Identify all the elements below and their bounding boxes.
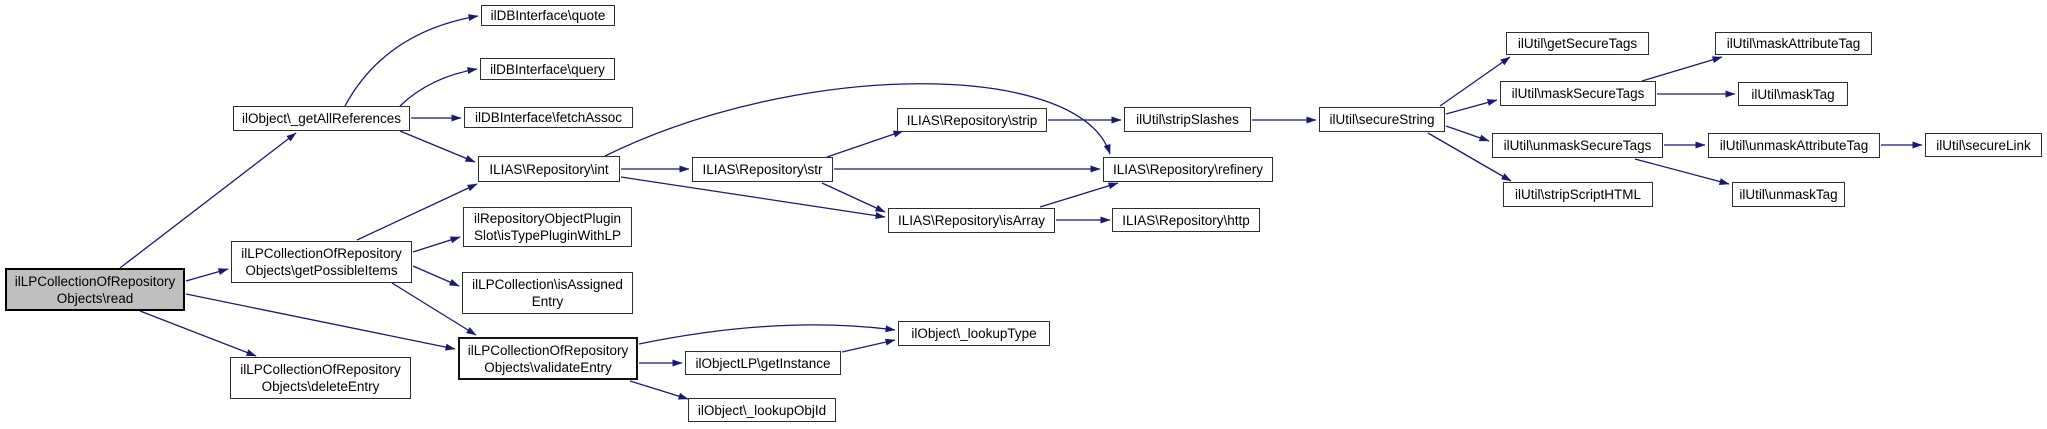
node-maskAttributeTag[interactable]: ilUtil\maskAttributeTag [1715,32,1872,55]
node-refinery[interactable]: ILIAS\Repository\refinery [1103,157,1273,182]
node-strip[interactable]: ILIAS\Repository\strip [897,108,1047,132]
node-getInstance[interactable]: ilObjectLP\getInstance [685,351,841,375]
node-isAssignedEntry[interactable]: ilLPCollection\isAssigned Entry [462,272,633,314]
node-query[interactable]: ilDBInterface\query [480,58,615,80]
node-unmaskAttributeTag[interactable]: ilUtil\unmaskAttributeTag [1708,133,1880,158]
edge-getAllReferences-query [399,67,478,107]
edge-str-isArray [821,182,886,213]
node-unmaskTag[interactable]: ilUtil\unmaskTag [1732,182,1845,207]
edge-secureString-unmaskSecureTags [1445,125,1490,142]
edge-unmaskSecureTags-unmaskTag [1634,158,1730,185]
edge-getPossibleItems-int [356,183,478,241]
node-getSecureTags[interactable]: ilUtil\getSecureTags [1506,32,1649,55]
node-secureString[interactable]: ilUtil\secureString [1319,107,1445,132]
node-stripScriptHTML[interactable]: ilUtil\stripScriptHTML [1503,182,1653,207]
edge-read-validateEntry [185,293,456,351]
node-fetchAssoc[interactable]: ilDBInterface\fetchAssoc [464,107,633,128]
node-read[interactable]: ilLPCollectionOfRepository Objects\read [5,268,185,311]
node-maskSecureTags[interactable]: ilUtil\maskSecureTags [1500,81,1656,106]
node-unmaskSecureTags[interactable]: ilUtil\unmaskSecureTags [1492,133,1663,158]
node-getAllReferences[interactable]: ilObject\_getAllReferences [233,106,410,131]
node-maskTag[interactable]: ilUtil\maskTag [1738,82,1848,106]
node-quote[interactable]: ilDBInterface\quote [481,5,615,26]
node-str[interactable]: ILIAS\Repository\str [692,157,833,182]
edge-getPossibleItems-isTypePluginWithLP [412,236,461,253]
node-isTypePluginWithLP[interactable]: ilRepositoryObjectPlugin Slot\isTypePlug… [463,207,632,247]
edge-read-getPossibleItems [185,268,229,282]
node-getPossibleItems[interactable]: ilLPCollectionOfRepository Objects\getPo… [231,241,412,283]
edge-getPossibleItems-isAssignedEntry [412,265,460,287]
edge-getAllReferences-int [399,130,476,163]
node-lookupObjId[interactable]: ilObject\_lookupObjId [688,398,836,422]
edge-secureString-maskSecureTags [1445,99,1498,115]
edge-validateEntry-lookupObjId [629,380,689,400]
edge-isArray-refinery [1039,182,1119,208]
edge-validateEntry-lookupType [638,324,896,345]
edge-read-deleteEntry [139,310,257,357]
node-int[interactable]: ILIAS\Repository\int [478,156,620,182]
node-http[interactable]: ILIAS\Repository\http [1112,208,1260,232]
edge-int-isArray [620,176,886,220]
node-validateEntry[interactable]: ilLPCollectionOfRepository Objects\valid… [458,337,638,380]
edge-getAllReferences-quote [344,14,479,107]
edge-maskSecureTags-maskAttributeTag [1641,56,1723,82]
edge-str-strip [826,130,904,158]
node-secureLink[interactable]: ilUtil\secureLink [1925,133,2042,157]
node-isArray[interactable]: ILIAS\Repository\isArray [888,208,1055,233]
node-stripSlashes[interactable]: ilUtil\stripSlashes [1124,107,1251,132]
node-deleteEntry[interactable]: ilLPCollectionOfRepository Objects\delet… [230,357,411,399]
node-lookupType[interactable]: ilObject\_lookupType [898,321,1050,346]
edge-getInstance-lookupType [841,338,896,353]
